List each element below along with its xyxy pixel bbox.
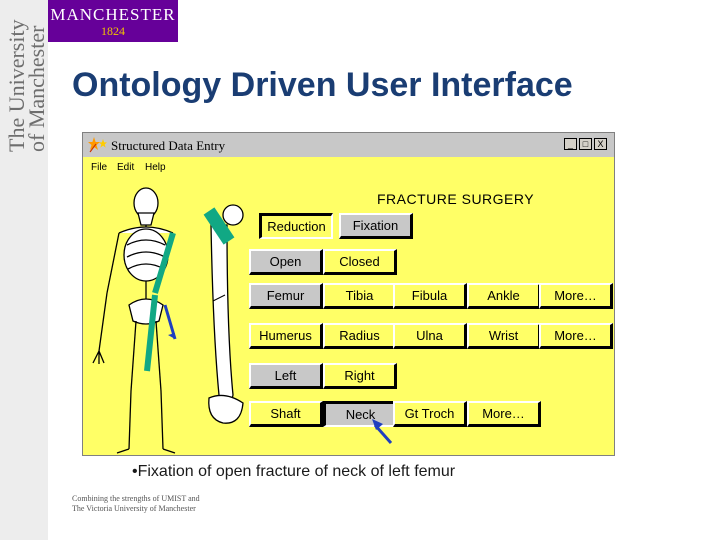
slide-title: Ontology Driven User Interface — [72, 66, 573, 104]
option-more-sites[interactable]: More… — [467, 401, 541, 427]
option-wrist[interactable]: Wrist — [467, 323, 541, 349]
skeleton-illustration — [92, 187, 244, 454]
maximize-button[interactable]: □ — [579, 138, 592, 150]
option-open[interactable]: Open — [249, 249, 323, 275]
option-fixation[interactable]: Fixation — [339, 213, 413, 239]
option-more-bones-2[interactable]: More… — [539, 323, 613, 349]
slide-caption: •Fixation of open fracture of neck of le… — [132, 463, 456, 480]
pointer-arrow-skeleton — [163, 304, 177, 340]
option-tibia[interactable]: Tibia — [323, 283, 397, 309]
femur-illustration — [203, 204, 244, 424]
option-humerus[interactable]: Humerus — [249, 323, 323, 349]
option-right[interactable]: Right — [323, 363, 397, 389]
option-neck[interactable]: Neck — [323, 401, 397, 427]
option-closed[interactable]: Closed — [323, 249, 397, 275]
footer-line-2: The Victoria University of Manchester — [72, 504, 196, 513]
option-fibula[interactable]: Fibula — [393, 283, 467, 309]
university-sidebar: The University of Manchester — [0, 0, 49, 540]
logo-year: 1824 — [101, 24, 125, 38]
minimize-button[interactable]: _ — [564, 138, 577, 150]
femur-neck-highlight — [203, 207, 235, 245]
manchester-logo: MANCHESTER 1824 — [48, 0, 178, 42]
footer-line-1: Combining the strengths of UMIST and — [72, 494, 200, 503]
structured-data-entry-window: Structured Data Entry _ □ X File Edit He… — [82, 132, 615, 456]
logo-name: MANCHESTER — [50, 5, 176, 24]
pointer-arrow-icon — [372, 419, 393, 444]
menu-file[interactable]: File — [91, 162, 108, 173]
option-gt-troch[interactable]: Gt Troch — [393, 401, 467, 427]
option-shaft[interactable]: Shaft — [249, 401, 323, 427]
footer-text: Combining the strengths of UMIST and The… — [72, 494, 200, 514]
menu-edit[interactable]: Edit — [117, 162, 135, 173]
wordmark-line-2: of Manchester — [24, 25, 49, 152]
star-app-icon — [88, 137, 107, 153]
close-button[interactable]: X — [594, 138, 607, 150]
option-ankle[interactable]: Ankle — [467, 283, 541, 309]
option-ulna[interactable]: Ulna — [393, 323, 467, 349]
window-titlebar: Structured Data Entry _ □ X — [83, 133, 614, 157]
option-femur[interactable]: Femur — [249, 283, 323, 309]
humerus-highlight — [152, 232, 176, 294]
window-menubar: File Edit Help — [83, 159, 614, 175]
option-more-bones-1[interactable]: More… — [539, 283, 613, 309]
option-reduction[interactable]: Reduction — [259, 213, 333, 239]
option-radius[interactable]: Radius — [323, 323, 397, 349]
menu-help[interactable]: Help — [145, 162, 166, 173]
skeleton-figure — [92, 187, 176, 454]
fracture-surgery-heading: FRACTURE SURGERY — [377, 191, 535, 207]
window-title: Structured Data Entry — [111, 138, 226, 153]
option-left[interactable]: Left — [249, 363, 323, 389]
forearm-highlight — [144, 294, 158, 372]
